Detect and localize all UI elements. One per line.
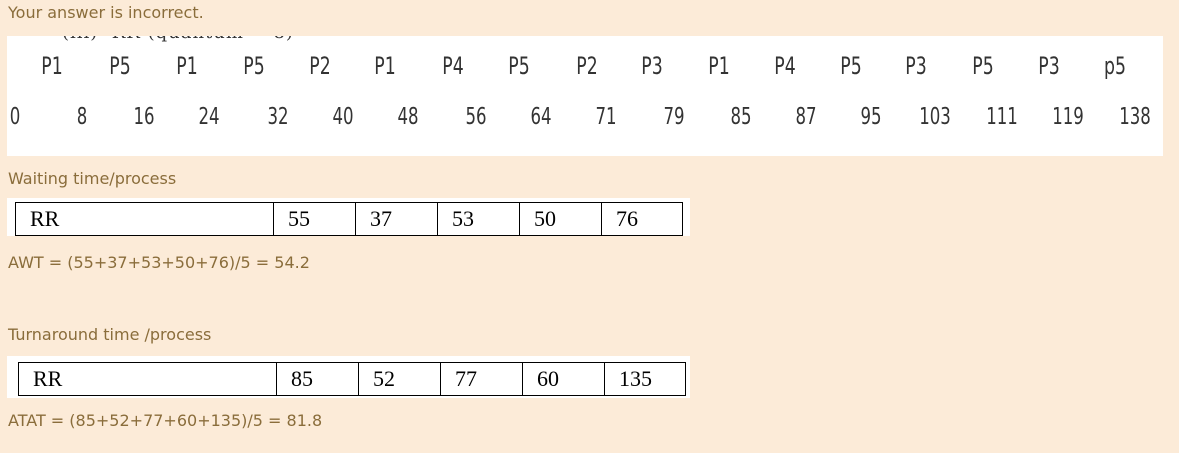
gantt-time-label: 24 bbox=[198, 104, 220, 130]
table-cell: 135 bbox=[604, 363, 686, 395]
gantt-time-label: 85 bbox=[730, 104, 752, 130]
gantt-process-label: P5 bbox=[109, 52, 131, 80]
waiting-time-table: RR 55 37 53 50 76 bbox=[15, 202, 683, 236]
cropped-heading-fragment: (iii) RR (quantum = 8) bbox=[62, 36, 332, 42]
table-cell: 77 bbox=[440, 363, 522, 395]
turnaround-time-table-image: RR 85 52 77 60 135 bbox=[7, 356, 690, 398]
gantt-time-label: 0 bbox=[9, 104, 21, 130]
gantt-process-label: P3 bbox=[1038, 52, 1060, 80]
gantt-process-label: P5 bbox=[972, 52, 994, 80]
table-row-label: RR bbox=[18, 363, 276, 395]
gantt-time-label: 64 bbox=[530, 104, 552, 130]
awt-formula: AWT = (55+37+53+50+76)/5 = 54.2 bbox=[8, 253, 310, 272]
gantt-process-label: P2 bbox=[309, 52, 331, 80]
gantt-process-label: P1 bbox=[708, 52, 730, 80]
gantt-chart-image: (iii) RR (quantum = 8) P1P5P1P5P2P1P4P5P… bbox=[7, 36, 1163, 156]
gantt-process-label: p5 bbox=[1104, 52, 1126, 80]
gantt-process-label: P4 bbox=[442, 52, 464, 80]
gantt-process-label: P5 bbox=[840, 52, 862, 80]
gantt-time-label: 32 bbox=[267, 104, 289, 130]
turnaround-time-table: RR 85 52 77 60 135 bbox=[18, 362, 686, 396]
table-row-label: RR bbox=[15, 203, 273, 235]
atat-formula: ATAT = (85+52+77+60+135)/5 = 81.8 bbox=[8, 411, 323, 430]
gantt-process-label: P1 bbox=[176, 52, 198, 80]
table-cell: 60 bbox=[522, 363, 604, 395]
gantt-time-row: 0 8 16 24 32 40 48 56 64 71 79 85 87 95 103 111 119 138 bbox=[7, 104, 1163, 138]
gantt-time-label: 16 bbox=[133, 104, 155, 130]
gantt-time-label: 56 bbox=[465, 104, 487, 130]
gantt-time-label: 138 bbox=[1119, 104, 1151, 130]
table-cell: 53 bbox=[437, 203, 519, 235]
gantt-time-label: 48 bbox=[397, 104, 419, 130]
gantt-process-label: P5 bbox=[508, 52, 530, 80]
gantt-time-label: 87 bbox=[795, 104, 817, 130]
table-cell: 55 bbox=[273, 203, 355, 235]
gantt-time-label: 79 bbox=[663, 104, 685, 130]
turnaround-time-label: Turnaround time /process bbox=[8, 325, 212, 344]
gantt-time-label: 40 bbox=[332, 104, 354, 130]
gantt-time-label: 103 bbox=[919, 104, 951, 130]
gantt-time-label: 111 bbox=[986, 104, 1018, 130]
feedback-message: Your answer is incorrect. bbox=[8, 3, 204, 22]
table-cell: 52 bbox=[358, 363, 440, 395]
gantt-process-label: P2 bbox=[576, 52, 598, 80]
table-cell: 37 bbox=[355, 203, 437, 235]
gantt-process-label: P3 bbox=[641, 52, 663, 80]
gantt-process-label: P4 bbox=[774, 52, 796, 80]
gantt-process-label: P5 bbox=[243, 52, 265, 80]
gantt-process-label: P1 bbox=[41, 52, 63, 80]
table-cell: 50 bbox=[519, 203, 601, 235]
gantt-time-label: 71 bbox=[595, 104, 617, 130]
gantt-time-label: 8 bbox=[76, 104, 88, 130]
gantt-process-label: P3 bbox=[905, 52, 927, 80]
table-cell: 76 bbox=[601, 203, 683, 235]
waiting-time-table-image: RR 55 37 53 50 76 bbox=[7, 198, 690, 236]
gantt-process-row: P1 P5 P1 P5 P2 P1 P4 P5 P2 P3 P1 P4 P5 P3 P5 P3 p5 bbox=[7, 52, 1163, 86]
waiting-time-label: Waiting time/process bbox=[8, 169, 177, 188]
gantt-process-label: P1 bbox=[374, 52, 396, 80]
table-cell: 85 bbox=[276, 363, 358, 395]
gantt-time-label: 119 bbox=[1052, 104, 1084, 130]
gantt-time-label: 95 bbox=[860, 104, 882, 130]
